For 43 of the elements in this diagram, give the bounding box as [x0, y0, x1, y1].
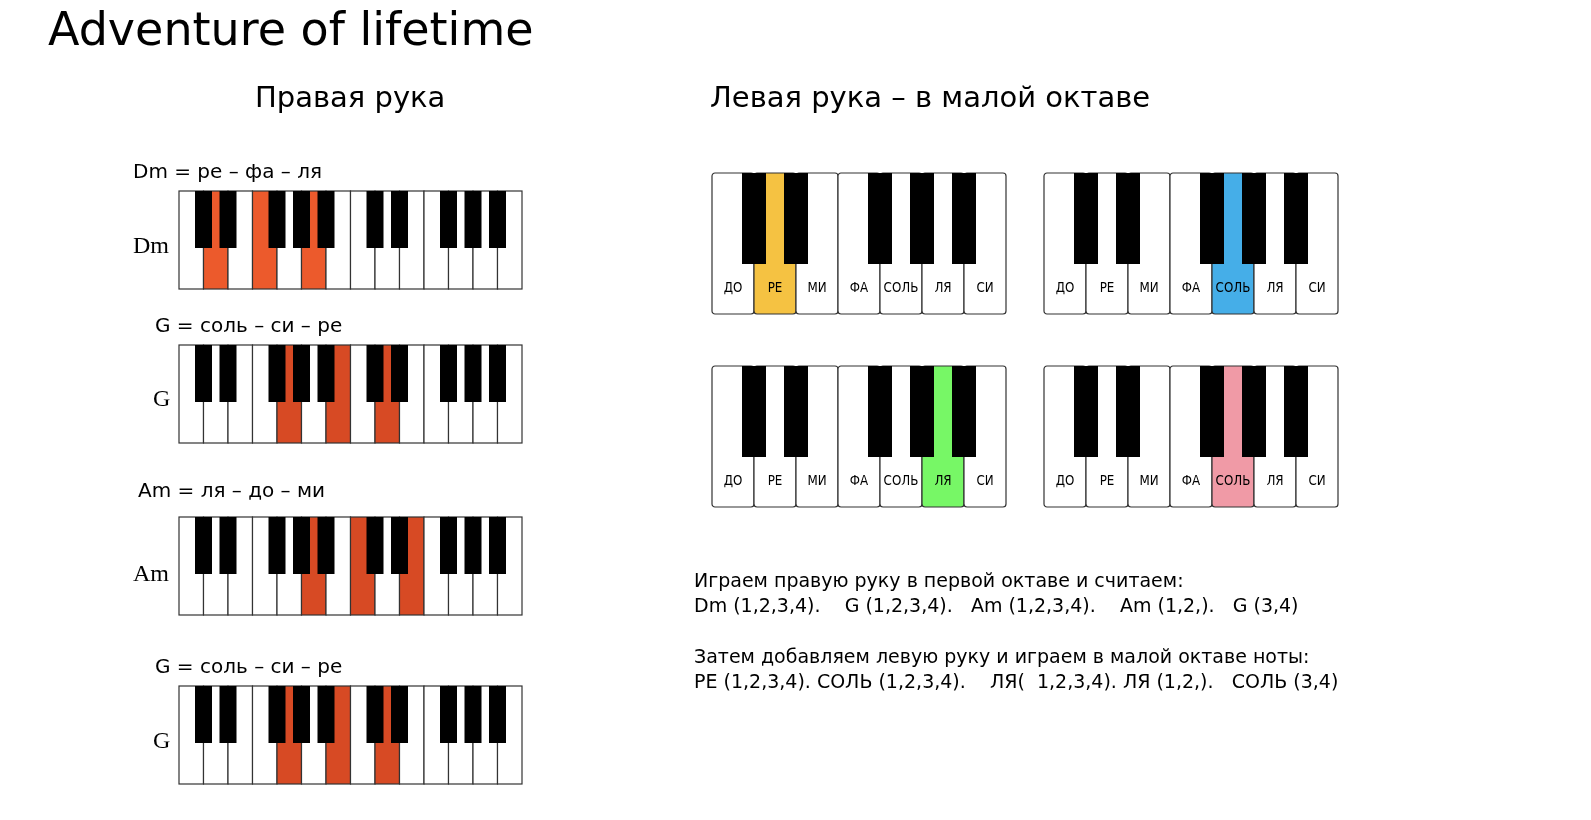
- note-label: ФА: [848, 280, 870, 296]
- note-label: РЕ: [766, 280, 784, 296]
- section-heading: Правая рука: [255, 82, 446, 114]
- instruction-text: Dm (1,2,3,4). G (1,2,3,4). Am (1,2,3,4). Am (1,2,). G (3,4): [694, 595, 1299, 616]
- page-title: Adventure of lifetime: [48, 4, 534, 55]
- note-label: РЕ: [1098, 473, 1116, 489]
- note-label: МИ: [806, 473, 828, 489]
- note-label: ДО: [1054, 473, 1076, 489]
- note-label: ЛЯ: [1265, 473, 1285, 489]
- note-label: ДО: [722, 473, 744, 489]
- note-label: СОЛЬ: [1215, 280, 1251, 296]
- note-label: СИ: [1307, 280, 1327, 296]
- chord-heading: Dm = ре – фа – ля: [133, 160, 322, 182]
- chord-name: G: [153, 727, 171, 754]
- instruction-text: Играем правую руку в первой октаве и считаем:: [694, 570, 1184, 591]
- note-label: СОЛЬ: [1215, 473, 1251, 489]
- note-label: СОЛЬ: [883, 473, 919, 489]
- note-label: ФА: [1180, 473, 1202, 489]
- note-label: СИ: [975, 473, 995, 489]
- chord-heading: G = соль – си – ре: [155, 655, 343, 677]
- note-label: ДО: [1054, 280, 1076, 296]
- note-label: СИ: [975, 280, 995, 296]
- note-label: СОЛЬ: [883, 280, 919, 296]
- chord-heading: Am = ля – до – ми: [138, 479, 326, 501]
- note-label: МИ: [1138, 473, 1160, 489]
- note-label: МИ: [1138, 280, 1160, 296]
- note-label: ЛЯ: [1265, 280, 1285, 296]
- chord-heading: G = соль – си – ре: [155, 314, 343, 336]
- chord-name: Dm: [133, 232, 169, 259]
- section-heading: Левая рука – в малой октаве: [710, 82, 1151, 114]
- instruction-text: РЕ (1,2,3,4). СОЛЬ (1,2,3,4). ЛЯ( 1,2,3,4). ЛЯ (1,2,). СОЛЬ (3,4): [694, 671, 1339, 692]
- note-label: РЕ: [1098, 280, 1116, 296]
- note-label: ФА: [848, 473, 870, 489]
- note-label: ДО: [722, 280, 744, 296]
- instruction-text: Затем добавляем левую руку и играем в малой октаве ноты:: [694, 646, 1310, 667]
- chord-name: Am: [133, 560, 169, 587]
- note-label: ФА: [1180, 280, 1202, 296]
- note-label: ЛЯ: [933, 473, 953, 489]
- note-label: РЕ: [766, 473, 784, 489]
- note-label: СИ: [1307, 473, 1327, 489]
- note-label: МИ: [806, 280, 828, 296]
- note-label: ЛЯ: [933, 280, 953, 296]
- chord-name: G: [153, 385, 171, 412]
